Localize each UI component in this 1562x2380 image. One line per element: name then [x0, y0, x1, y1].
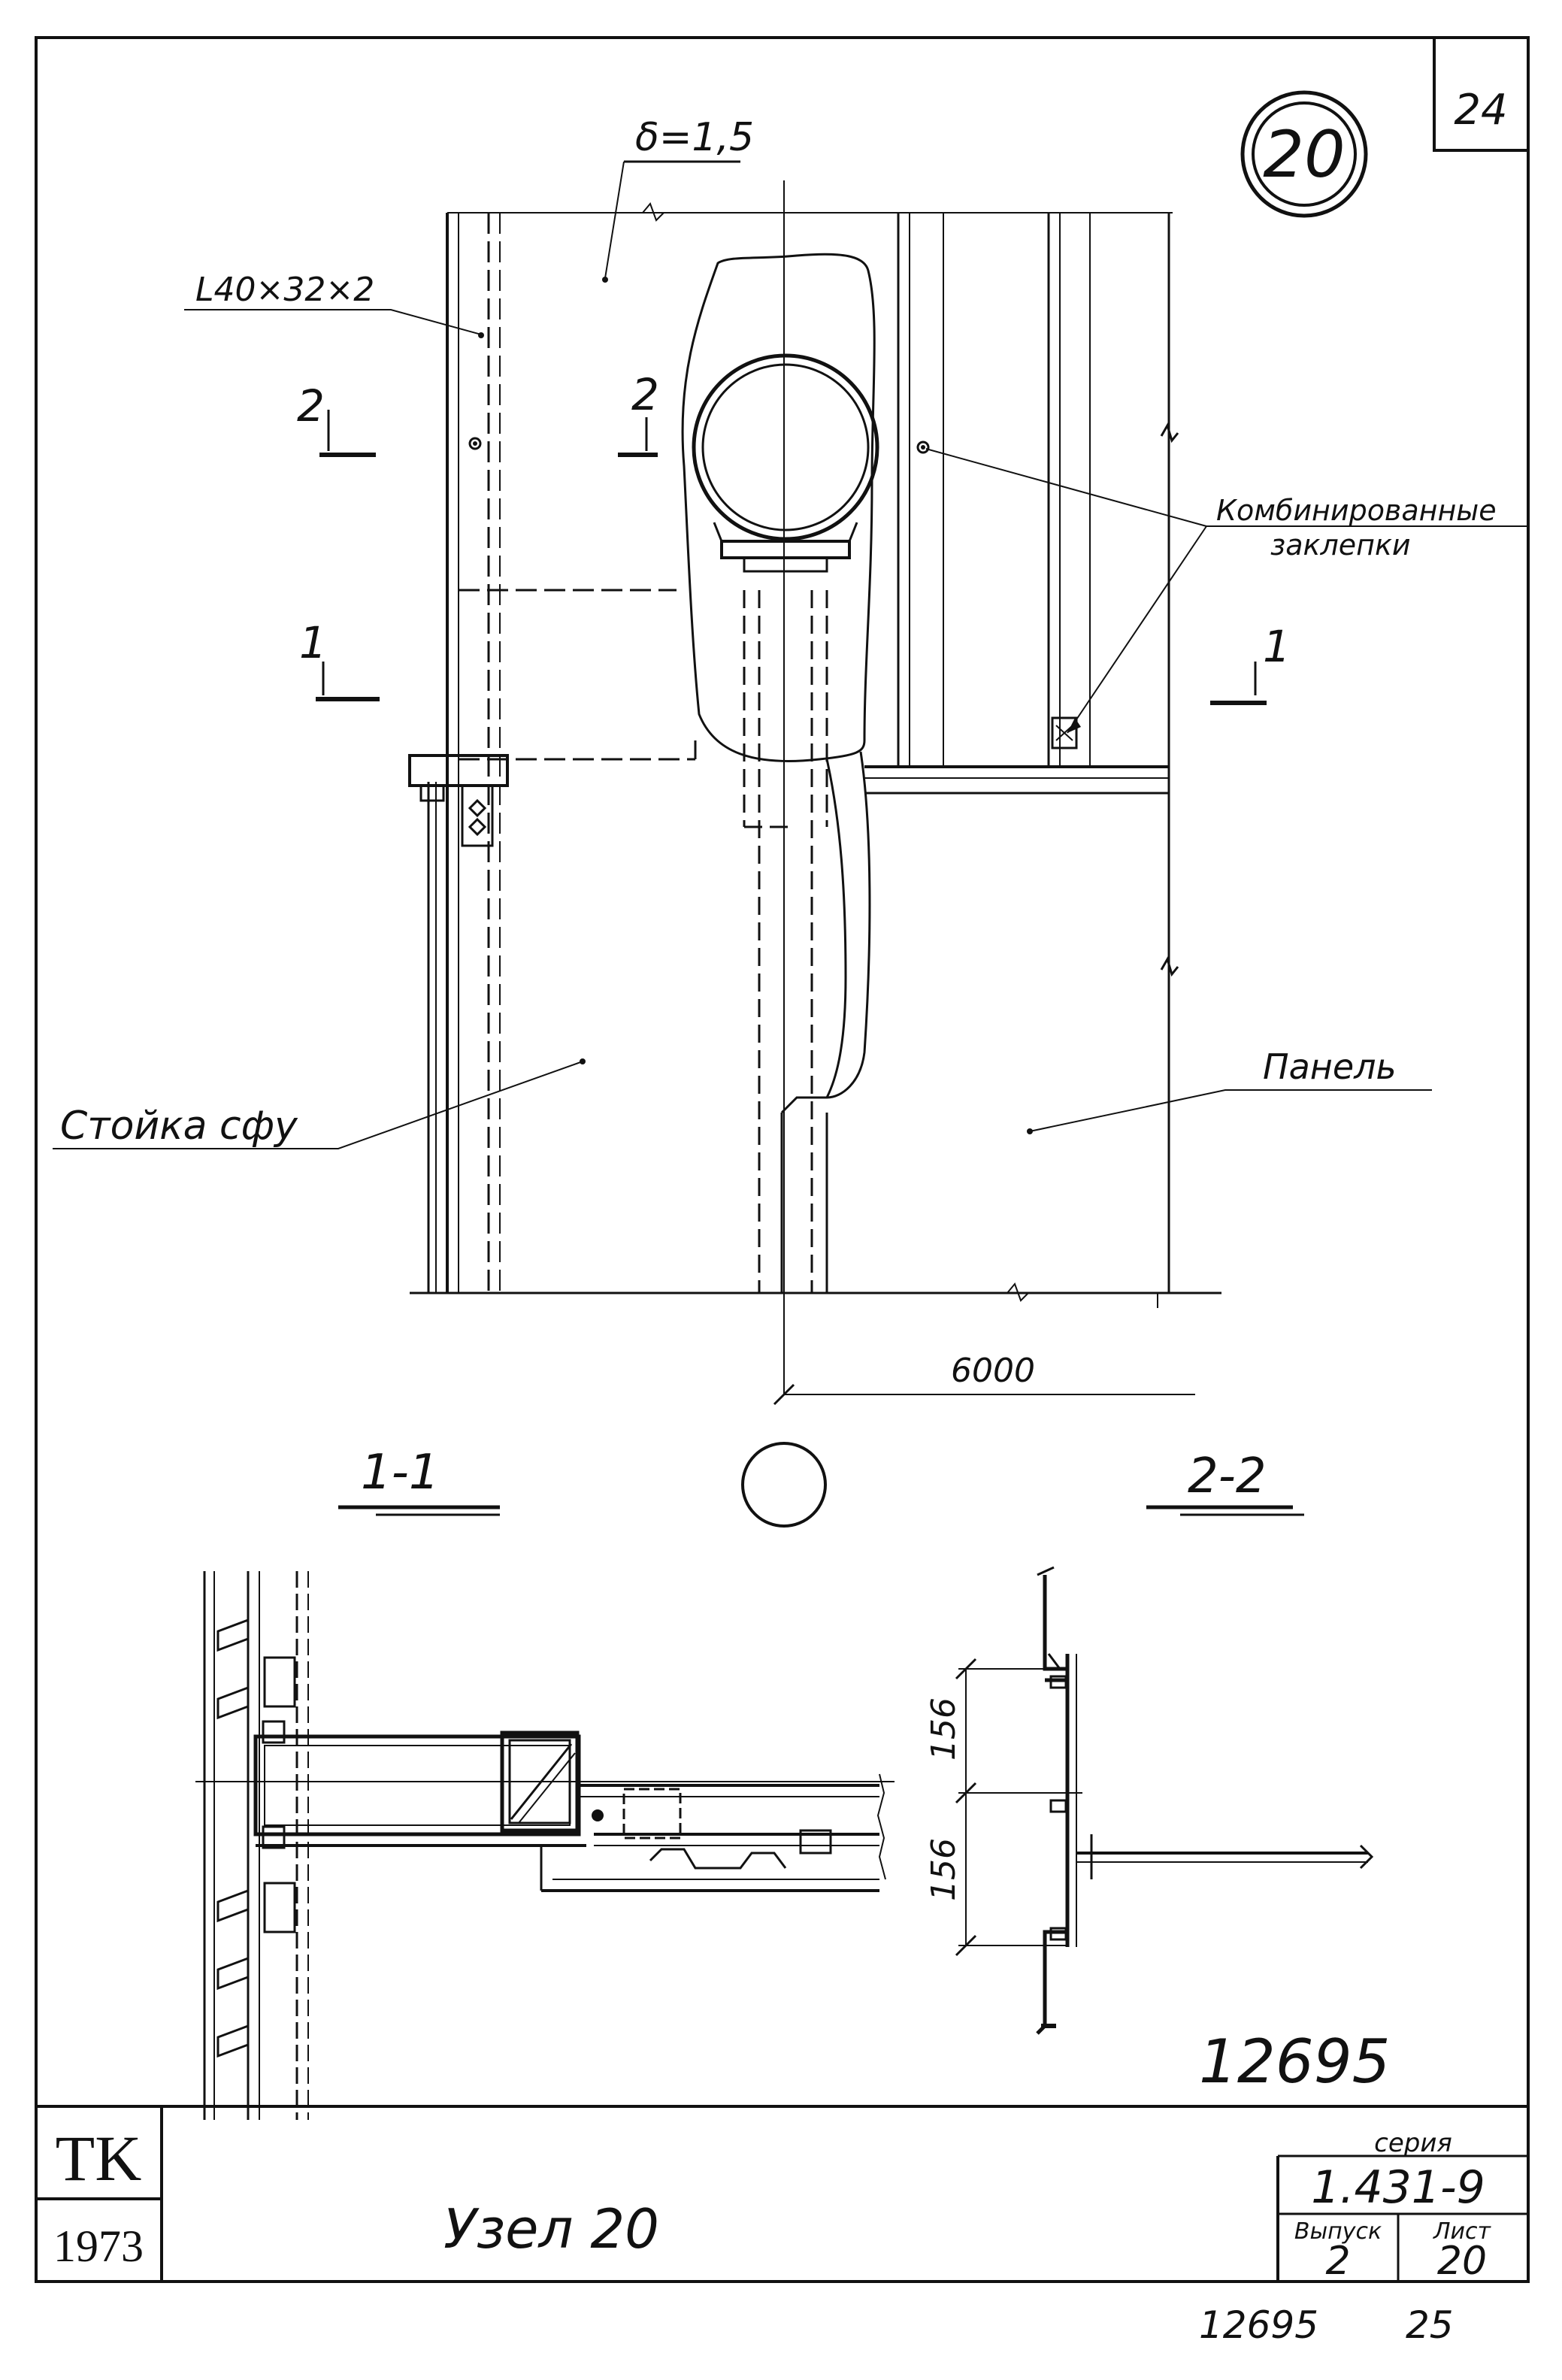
rivets-label-line1: Комбинированные	[1216, 494, 1497, 527]
issue-value: 2	[1325, 2239, 1350, 2284]
series-value: 1.431-9	[1311, 2161, 1485, 2214]
stamp-tk: TK	[56, 2122, 142, 2194]
node-number: 20	[1263, 117, 1345, 192]
svg-text:2: 2	[297, 380, 325, 431]
section-mark-1-left: 1	[299, 617, 380, 701]
section-mark-2-left: 2	[297, 380, 376, 457]
rivets-label-line2: заклепки	[1270, 528, 1411, 562]
series-label: серия	[1374, 2128, 1452, 2158]
elevation-annotations: δ=1,5 L40×32×2 2 2 1 1	[53, 115, 1530, 1528]
post-bracket	[408, 754, 509, 847]
bottom-archive-number: 12695	[1199, 2303, 1318, 2347]
dimension-upper: 156	[925, 1697, 963, 1761]
sheet-value: 20	[1437, 2239, 1487, 2284]
svg-text:2: 2	[631, 369, 659, 420]
stamp-year: 1973	[53, 2221, 144, 2271]
panel-label: Панель	[1263, 1046, 1397, 1087]
node-circle-mark: 20	[1240, 90, 1368, 218]
section-2-2: 2-2 156 156	[925, 1449, 1374, 2035]
elevation-view	[408, 180, 1221, 1394]
angle-profile-label: L40×32×2	[195, 271, 374, 309]
section-2-2-title: 2-2	[1188, 1449, 1267, 1504]
sheet-label: Лист	[1433, 2218, 1492, 2245]
bottom-page-number: 25	[1406, 2303, 1454, 2347]
post-label: Стойка сфу	[60, 1104, 298, 1149]
section-1-1-title: 1-1	[361, 1445, 440, 1500]
drawing-title: Узел 20	[443, 2197, 659, 2260]
issue-label: Выпуск	[1294, 2218, 1382, 2245]
thickness-label: δ=1,5	[635, 115, 754, 160]
axis-marker	[741, 1442, 827, 1528]
section-mark-1-right: 1	[1210, 621, 1291, 705]
svg-text:1: 1	[1263, 621, 1291, 672]
svg-text:1: 1	[299, 617, 327, 668]
sheet-frame	[35, 36, 1530, 2283]
dimension-lower: 156	[925, 1838, 963, 1901]
section-mark-2-right: 2	[618, 369, 659, 457]
corner-number: 24	[1454, 86, 1507, 135]
corner-number-box: 24	[1433, 36, 1530, 152]
archive-number: 12695	[1199, 2027, 1391, 2097]
span-dimension: 6000	[951, 1352, 1035, 1390]
title-block: TK 1973 Узел 20 серия 1.431-9 Выпуск Лис…	[36, 2106, 1528, 2284]
section-1-1: 1-1	[195, 1445, 895, 2120]
